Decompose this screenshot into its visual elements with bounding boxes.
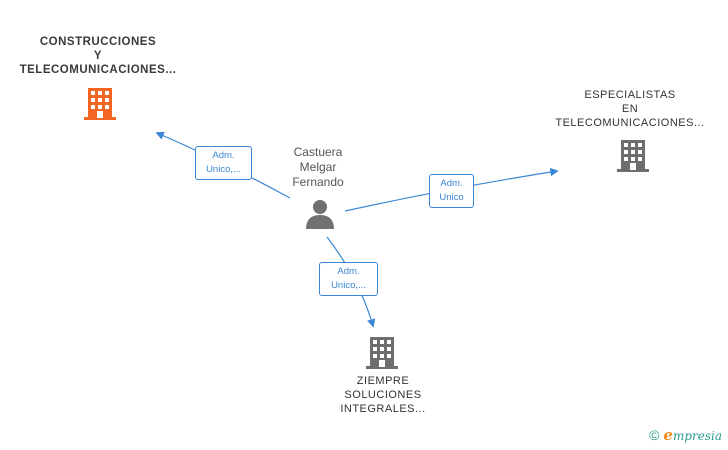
company-ziempre-label-line: ZIEMPRE [356, 375, 410, 387]
brand-logo-initial: e [663, 426, 673, 444]
company-main-label[interactable]: CONSTRUCCIONES Y TELECOMUNICACIONES... [0, 35, 196, 77]
building-icon[interactable] [366, 335, 398, 369]
copyright-symbol: © [649, 427, 660, 443]
company-especialistas-label-line: ESPECIALISTAS [584, 89, 676, 101]
edge-label-line: Unico [439, 192, 464, 203]
brand-watermark: ©empresia [649, 426, 722, 444]
person-label-line: Fernando [292, 175, 344, 189]
edge-label-line: Adm. [440, 178, 463, 189]
building-icon[interactable] [84, 86, 116, 120]
person-label-line: Castuera [293, 145, 343, 159]
edge-label-to-main[interactable]: Adm. Unico,... [195, 146, 252, 180]
edge-label-line: Adm. [337, 266, 360, 277]
company-especialistas-label-line: TELECOMUNICACIONES... [555, 117, 705, 129]
building-icon[interactable] [617, 138, 649, 172]
company-main-label-line: CONSTRUCCIONES [39, 36, 157, 48]
edge-label-line: Adm. [212, 150, 235, 161]
person-label-line: Melgar [299, 160, 337, 174]
brand-logo-text: mpresia [672, 429, 722, 443]
company-especialistas-label[interactable]: ESPECIALISTAS EN TELECOMUNICACIONES... [545, 88, 715, 130]
person-icon[interactable] [305, 199, 335, 229]
edge-label-to-especialistas[interactable]: Adm. Unico [429, 174, 474, 208]
company-main-label-line: Y [93, 50, 103, 62]
edge-label-line: Unico,... [331, 280, 366, 291]
edge-label-to-ziempre[interactable]: Adm. Unico,... [319, 262, 378, 296]
company-ziempre-label-line: SOLUCIONES [344, 389, 422, 401]
person-label[interactable]: Castuera Melgar Fernando [268, 145, 368, 190]
company-especialistas-label-line: EN [621, 103, 639, 115]
edge-label-line: Unico,... [206, 164, 241, 175]
company-ziempre-label[interactable]: ZIEMPRE SOLUCIONES INTEGRALES... [310, 374, 456, 416]
company-ziempre-label-line: INTEGRALES... [340, 403, 426, 415]
company-main-label-line: TELECOMUNICACIONES... [19, 64, 177, 76]
